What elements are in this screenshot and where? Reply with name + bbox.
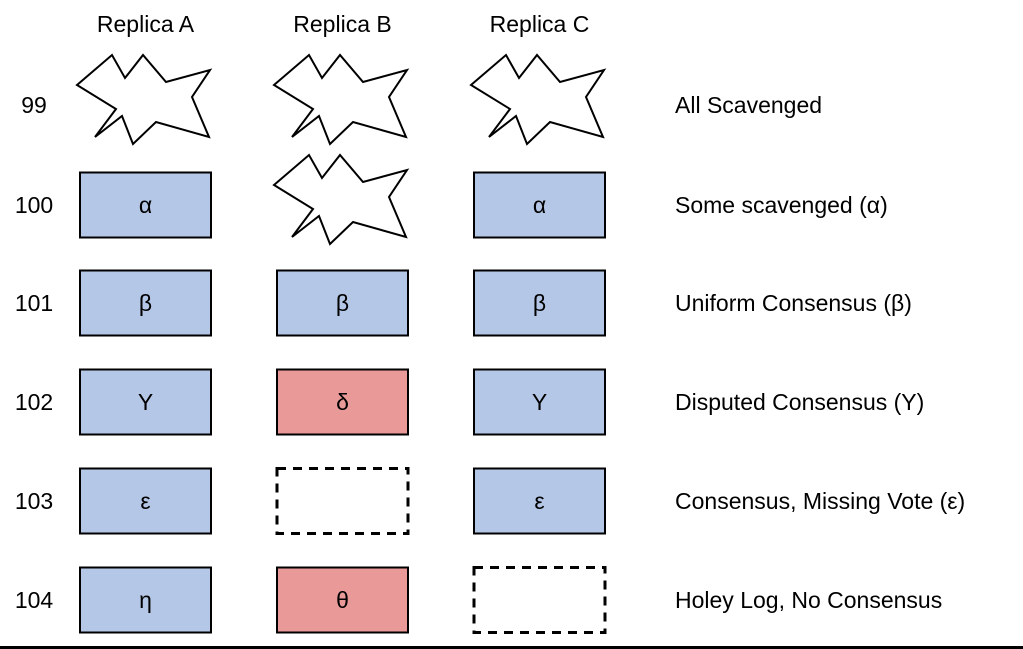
cell-104-replica-a-label: η xyxy=(139,587,152,613)
cell-104-replica-b-conflict-entry xyxy=(276,566,409,634)
log-row-103: 103 ε ε Consensus, Missing Vote (ε) xyxy=(15,467,965,535)
column-header-replica-b: Replica B xyxy=(293,11,391,37)
cell-99-replica-c-scavenged-shape xyxy=(469,53,607,146)
row-description: Holey Log, No Consensus xyxy=(675,587,942,613)
cell-100-replica-b-scavenged-shape xyxy=(272,153,410,246)
cell-100-replica-c-entry-entry xyxy=(473,171,606,239)
column-header-replica-a: Replica A xyxy=(97,11,195,37)
row-index: 103 xyxy=(15,488,53,514)
cell-103-replica-c-label: ε xyxy=(534,488,544,514)
cell-103-replica-a-label: ε xyxy=(140,488,150,514)
cell-103-replica-a-entry-entry xyxy=(79,467,212,535)
cell-104-replica-a-entry-entry xyxy=(79,566,212,634)
cell-101-replica-a-label: β xyxy=(139,290,152,316)
cell-101-replica-b-label: β xyxy=(336,290,349,316)
row-description: Consensus, Missing Vote (ε) xyxy=(675,488,965,514)
log-row-101: 101 β β β Uniform Consensus (β) xyxy=(15,269,912,337)
cell-103-replica-c-entry-entry xyxy=(473,467,606,535)
column-header-replica-c: Replica C xyxy=(490,11,590,37)
cell-100-replica-a-label: α xyxy=(139,192,152,218)
cell-103-replica-b-missing-entry xyxy=(275,467,410,535)
cell-99-replica-b-scavenged-shape xyxy=(272,53,410,146)
cell-102-replica-b-label: δ xyxy=(336,389,349,415)
cell-100-replica-a-entry-entry xyxy=(79,171,212,239)
cell-102-replica-b-conflict-entry xyxy=(276,368,409,436)
row-description: Disputed Consensus (Y) xyxy=(675,389,924,415)
row-description: Uniform Consensus (β) xyxy=(675,290,912,316)
column-headers: Replica A Replica B Replica C xyxy=(97,11,589,37)
cell-99-replica-a-scavenged-shape xyxy=(75,53,213,146)
cell-101-replica-a-entry-entry xyxy=(79,269,212,337)
cell-101-replica-b-entry-entry xyxy=(276,269,409,337)
row-index: 101 xyxy=(15,290,53,316)
cell-102-replica-a-entry-entry xyxy=(79,368,212,436)
cell-104-replica-b-label: θ xyxy=(336,587,349,613)
cell-102-replica-c-label: Y xyxy=(532,389,547,415)
cell-101-replica-c-entry-entry xyxy=(473,269,606,337)
row-index: 104 xyxy=(15,587,54,613)
bottom-border xyxy=(0,646,1023,649)
cell-102-replica-a-label: Y xyxy=(138,389,153,415)
cell-101-replica-c-label: β xyxy=(533,290,546,316)
cell-100-replica-c-label: α xyxy=(533,192,546,218)
row-index: 100 xyxy=(15,192,53,218)
row-description: All Scavenged xyxy=(675,92,822,118)
cell-104-replica-c-missing-entry xyxy=(472,566,607,634)
row-index: 99 xyxy=(21,92,47,118)
log-row-99: 99 All Scavenged xyxy=(21,53,822,146)
log-row-100: 100 α α Some scavenged (α) xyxy=(15,153,888,246)
cell-102-replica-c-entry-entry xyxy=(473,368,606,436)
row-index: 102 xyxy=(15,389,53,415)
row-description: Some scavenged (α) xyxy=(675,192,888,218)
log-row-104: 104 η θ Holey Log, No Consensus xyxy=(15,566,942,634)
